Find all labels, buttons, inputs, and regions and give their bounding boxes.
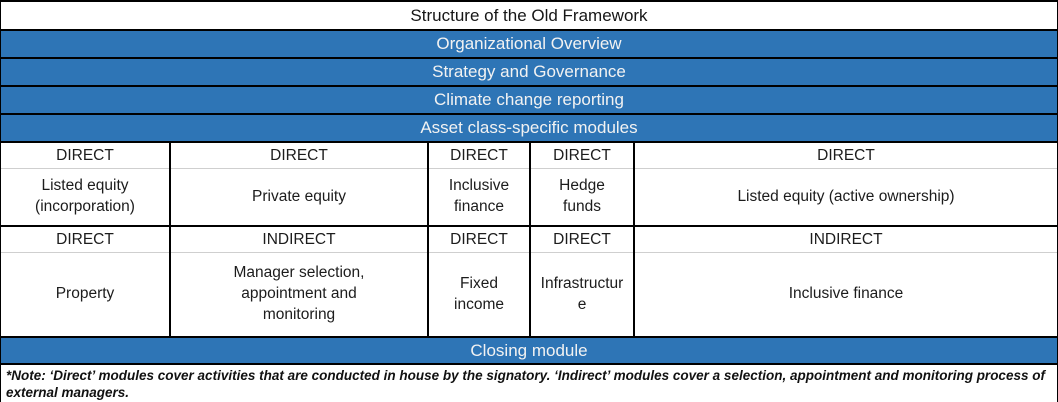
type-label: DIRECT	[171, 143, 427, 169]
table-title: Structure of the Old Framework	[1, 2, 1057, 29]
module-bar-asset-class-modules: Asset class-specific modules	[1, 115, 1057, 141]
module-bar-strategy-governance: Strategy and Governance	[1, 59, 1057, 85]
module-name: Listed equity (active ownership)	[737, 187, 955, 205]
type-label: DIRECT	[635, 143, 1057, 169]
module-name: Property	[55, 285, 115, 303]
module-name: Listed equity (incorporation)	[35, 177, 135, 215]
type-label: DIRECT	[531, 227, 633, 253]
module-name: Private equity	[252, 187, 346, 205]
cell-fixed-income: DIRECT Fixed income	[429, 227, 529, 336]
module-name: Inclusive finance	[788, 285, 904, 303]
closing-module-bar: Closing module	[1, 338, 1057, 363]
type-label: DIRECT	[429, 143, 529, 169]
type-label: INDIRECT	[171, 227, 427, 253]
module-name: Inclusive finance	[448, 177, 510, 215]
asset-grid-row-2: DIRECT Property INDIRECT Manager selecti…	[1, 227, 1057, 336]
module-name: Infrastructure	[540, 274, 624, 313]
module-name: Hedge funds	[559, 177, 605, 215]
type-label: DIRECT	[1, 143, 169, 169]
cell-listed-equity-active-ownership: DIRECT Listed equity (active ownership)	[635, 143, 1057, 225]
asset-grid-row-1: DIRECT Listed equity (incorporation) DIR…	[1, 143, 1057, 225]
footnote-text: *Note: ‘Direct’ modules cover activities…	[1, 365, 1057, 402]
cell-property: DIRECT Property	[1, 227, 169, 336]
cell-hedge-funds: DIRECT Hedge funds	[531, 143, 633, 225]
type-label: DIRECT	[429, 227, 529, 253]
cell-inclusive-finance-direct: DIRECT Inclusive finance	[429, 143, 529, 225]
cell-private-equity: DIRECT Private equity	[171, 143, 427, 225]
type-label: INDIRECT	[635, 227, 1057, 253]
module-bar-climate-change-reporting: Climate change reporting	[1, 87, 1057, 113]
module-name: Fixed income	[454, 274, 504, 313]
cell-infrastructure: DIRECT Infrastructure	[531, 227, 633, 336]
cell-inclusive-finance-indirect: INDIRECT Inclusive finance	[635, 227, 1057, 336]
module-name: Manager selection, appointment and monit…	[233, 264, 365, 323]
type-label: DIRECT	[1, 227, 169, 253]
cell-manager-selection: INDIRECT Manager selection, appointment …	[171, 227, 427, 336]
module-bar-organizational-overview: Organizational Overview	[1, 31, 1057, 57]
type-label: DIRECT	[531, 143, 633, 169]
cell-listed-equity-incorporation: DIRECT Listed equity (incorporation)	[1, 143, 169, 225]
